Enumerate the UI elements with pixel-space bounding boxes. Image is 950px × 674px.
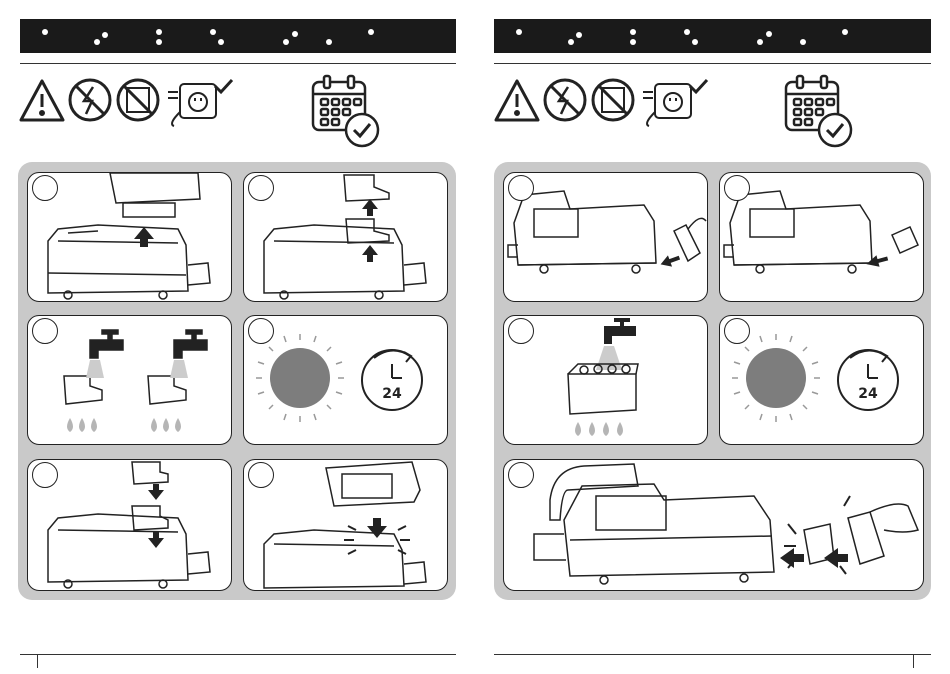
step-card-3: [503, 315, 708, 445]
header-rule: [494, 63, 931, 64]
header-rule: [20, 63, 456, 64]
no-dishwasher-icon: [118, 80, 158, 120]
step-number-circle: [724, 318, 750, 344]
page-marker: [37, 654, 38, 668]
step-number-circle: [508, 318, 534, 344]
step-number-circle: [32, 462, 58, 488]
step-number-circle: [248, 462, 274, 488]
step-number-circle: [724, 175, 750, 201]
no-electricity-icon: [545, 80, 585, 120]
safety-icons: [493, 76, 723, 128]
left-page: 24: [0, 0, 475, 674]
calendar-checked-icon: [783, 74, 857, 148]
step-card-5: [503, 459, 924, 591]
sun-icon: [732, 334, 820, 422]
step-card-3: [27, 315, 232, 445]
step-card-5: [27, 459, 232, 591]
step-card-1: [503, 172, 708, 302]
step-card-1: [27, 172, 232, 302]
footer-rule: [494, 654, 931, 655]
step-number-circle: [248, 318, 274, 344]
clock-label: 24: [858, 386, 878, 402]
sun-icon: [256, 334, 344, 422]
step-card-4: 24: [719, 315, 924, 445]
step-number-circle: [32, 318, 58, 344]
header-bar: [20, 19, 456, 53]
warning-triangle-icon: [496, 81, 538, 120]
footer-rule: [20, 654, 456, 655]
page-marker: [913, 654, 914, 668]
no-electricity-icon: [70, 80, 110, 120]
calendar-checked-icon: [310, 74, 384, 148]
unplug-checked-icon: [168, 80, 232, 126]
step-card-6: [243, 459, 448, 591]
safety-icons: [18, 76, 248, 128]
step-number-circle: [248, 175, 274, 201]
no-dishwasher-icon: [593, 80, 633, 120]
clock-label: 24: [382, 386, 402, 402]
warning-triangle-icon: [21, 81, 63, 120]
step-number-circle: [508, 175, 534, 201]
step-card-2: [719, 172, 924, 302]
step-number-circle: [32, 175, 58, 201]
step-card-4: 24: [243, 315, 448, 445]
right-page: 24: [475, 0, 950, 674]
step-number-circle: [508, 462, 534, 488]
step-card-2: [243, 172, 448, 302]
header-bar: [494, 19, 931, 53]
unplug-checked-icon: [643, 80, 707, 126]
